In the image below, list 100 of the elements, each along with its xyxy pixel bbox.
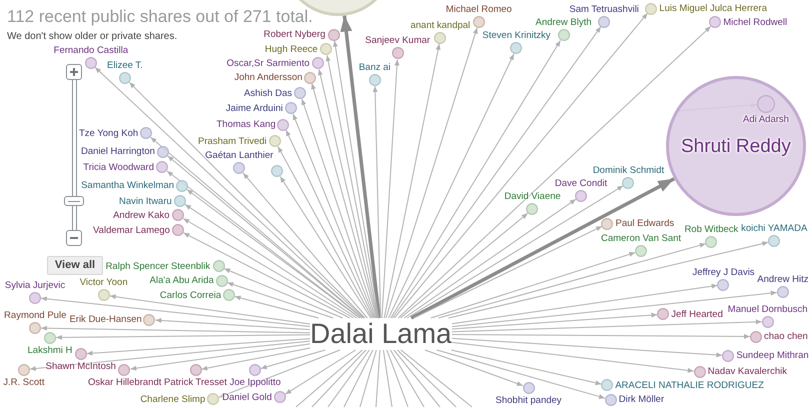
connector-line [344, 350, 374, 408]
arrow [413, 226, 603, 318]
person-name: Rob Witbeck [684, 224, 738, 236]
connector-line [386, 350, 408, 408]
arrow [242, 172, 368, 318]
arrow [452, 334, 750, 339]
arrow [234, 296, 319, 318]
arrow [450, 350, 602, 386]
arrow [388, 53, 514, 318]
person-name: Ralph Spencer Steenblik [106, 260, 210, 272]
arrow [130, 343, 310, 371]
arrow [109, 294, 310, 324]
connector-line [396, 350, 456, 408]
view-all-button: View all [47, 256, 103, 275]
arrow [394, 12, 648, 318]
arrow [311, 82, 378, 318]
person-name: Luis Miguel Julca Herrera [659, 3, 768, 14]
arrow [226, 282, 334, 318]
arrow [452, 284, 718, 324]
person-name: Michael Romeo [446, 4, 512, 15]
subtitle: We don't show older or private shares. [7, 31, 178, 42]
person-name: Cameron Van Sant [600, 232, 682, 244]
arrow [448, 241, 769, 318]
arrow [340, 15, 381, 318]
person-name: Victor Yoon [80, 277, 128, 288]
arrow [406, 185, 624, 318]
person-name: Nadav Kavalerchik [708, 366, 787, 378]
person-name: Navin Itwaru [118, 196, 172, 207]
person-name: Steven Krinitzky [482, 30, 551, 42]
arrow [277, 146, 373, 318]
arrow [452, 342, 694, 373]
arrow [332, 40, 379, 318]
arrow [286, 130, 374, 318]
person-name: Shruti Reddy [681, 134, 791, 158]
arrow [386, 27, 478, 318]
person-name: Shawn McIntosh [46, 360, 116, 372]
connector-line [312, 350, 366, 408]
person-name: Jeffrey J Davis [692, 266, 755, 278]
person-name: Sundeep Mithran [736, 350, 809, 362]
person-name: Jeff Hearted [671, 308, 723, 320]
arrow [260, 350, 326, 370]
person-name: Valdemar Lamego [93, 224, 170, 236]
center-name: Dalai Lama [310, 318, 452, 350]
arrow [404, 198, 576, 318]
person-name: Jaime Arduini [226, 102, 283, 114]
person-name: Daniel Harrington [80, 146, 155, 158]
person-name: Oscar,Sr Sarmiento [226, 58, 310, 69]
arrow [438, 242, 706, 318]
person-name: Adi Adarsh [743, 114, 789, 125]
person-name: Daniel Gold [222, 392, 272, 403]
person-name: Andrew Kako [113, 210, 170, 221]
arrow [224, 268, 344, 318]
person-name: Thomas Kang [216, 119, 276, 130]
person-name: Andrew Hitz [757, 274, 808, 285]
person-name: Paul Edwards [615, 218, 674, 230]
person-name: Lakshmi H [28, 344, 72, 356]
arrow [410, 177, 675, 320]
arrow [452, 290, 778, 328]
person-name: J.R. Scott [3, 376, 44, 388]
person-name: Michel Rodwell [723, 16, 788, 28]
arrow [280, 176, 372, 318]
connector-line [390, 350, 424, 408]
person-name: Patrick Tresset [164, 377, 227, 388]
person-name: Banz ai [358, 62, 391, 74]
person-name: Tze Yong Koh [79, 128, 138, 139]
person-name: Dominik Schmidt [592, 164, 664, 176]
arrow [326, 54, 378, 318]
arrow [182, 232, 350, 318]
connector-line [360, 350, 377, 408]
person-name: Hugh Reece [264, 44, 318, 55]
connector-line [376, 350, 380, 408]
person-name: Fernando Castilla [54, 45, 128, 56]
arrow [56, 334, 310, 340]
arrow [452, 338, 723, 358]
connector-line [400, 350, 472, 408]
person-name: Samantha Winkelman [81, 180, 174, 192]
arrow [150, 136, 363, 318]
person-name: Erik Due-Hansen [69, 314, 142, 326]
person-name: Robert Nyberg [264, 29, 326, 40]
arrow [390, 40, 561, 318]
person-name: Sylvia Jurjevic [4, 280, 66, 291]
person-name: Prasham Trivedi [198, 136, 267, 147]
title: 112 recent public shares out of 271 total. [7, 7, 313, 27]
person-name: koichi YAMADA [741, 222, 808, 234]
arrow [154, 318, 310, 330]
arrow [424, 350, 524, 386]
arrow [40, 326, 310, 334]
arrow [452, 312, 658, 330]
arrow [452, 319, 762, 332]
arrow [398, 26, 712, 318]
connector-line [296, 350, 363, 408]
person-name: chao chen [764, 331, 808, 342]
person-name: Andrew Blyth [536, 17, 592, 28]
person-name: Manuel Dornbusch [728, 304, 808, 315]
arrow [94, 66, 364, 318]
person-name: Tricia Woodward [83, 162, 154, 173]
connector-line [382, 350, 392, 408]
person-name: Gaétan Lanthier [205, 150, 274, 162]
arrow [128, 82, 366, 318]
person-name: Dirk Möller [618, 394, 664, 406]
